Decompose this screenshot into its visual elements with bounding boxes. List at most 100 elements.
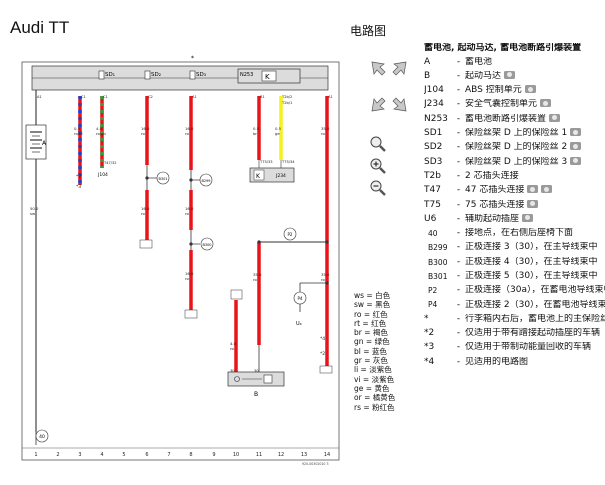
wire-color-item: gn = 绿色	[354, 337, 395, 346]
legend-desc: 75 芯插头连接	[465, 199, 605, 211]
wire-label-c4-size: 4.0	[96, 126, 103, 131]
junction-dots	[145, 176, 329, 285]
svg-text:T75/33: T75/33	[259, 160, 273, 164]
battery-a: A	[25, 124, 47, 160]
wire-color-name: 黑色	[375, 300, 391, 310]
camera-icon[interactable]	[570, 142, 582, 151]
legend-item: *-行李箱内右后，蓄电池上的主保险丝	[424, 312, 605, 326]
legend-code: A	[424, 56, 431, 67]
nav-arrows[interactable]	[371, 61, 407, 112]
wire-color-code: vi	[354, 374, 361, 384]
wire-color-name: 淡紫色	[369, 365, 392, 375]
camera-icon[interactable]	[527, 185, 539, 194]
legend-dash: -	[456, 228, 461, 239]
wire-color-code: bl	[354, 346, 361, 356]
legend-desc: 正极连接（30a），在蓄电池导线束中	[465, 285, 605, 296]
wire-bottom	[35, 345, 260, 445]
wire-color-code: ro	[354, 309, 362, 319]
legend-code: 40	[428, 229, 438, 238]
svg-text:9: 9	[212, 452, 215, 458]
zoom-in-icon[interactable]	[370, 158, 386, 174]
camera-icon[interactable]	[524, 85, 536, 94]
legend-item: *3-仅适用于带制动能量回收的车辆	[424, 341, 605, 355]
arrow-up-left-icon[interactable]	[371, 61, 386, 76]
svg-text:C2: C2	[148, 95, 153, 99]
ground-point-40: 40	[35, 429, 49, 443]
wire-color-code: br	[354, 328, 362, 338]
camera-icon[interactable]	[570, 128, 582, 137]
legend-item: SD2-保险丝架 D 上的保险丝 2	[424, 141, 605, 155]
abs-unit-label: J104	[97, 172, 108, 178]
connection-b300: B300	[200, 237, 214, 251]
wire-color-name: 绿色	[374, 337, 390, 347]
camera-icon[interactable]	[522, 213, 534, 222]
legend-item: J234-安全气囊控制单元	[424, 98, 605, 112]
legend-dash: -	[456, 313, 461, 324]
wire-color-item: sw = 黑色	[354, 300, 395, 309]
legend-dash: -	[456, 199, 461, 210]
camera-icon[interactable]	[540, 99, 552, 108]
arrow-up-right-icon[interactable]	[392, 61, 407, 76]
wire-color-separator: =	[361, 328, 373, 338]
legend-desc: 47 芯插头连接	[465, 185, 605, 196]
camera-icon[interactable]	[541, 185, 553, 194]
legend-dash: -	[456, 285, 461, 296]
wire-label-c4-color: ro/gn	[96, 131, 106, 136]
legend-dash: -	[456, 156, 461, 167]
airbag-unit-j234: K J234	[249, 160, 295, 183]
wire-label-c11-size: 0.5	[253, 126, 260, 131]
wire-label-c8b-size: 16.0	[185, 206, 194, 211]
wire-label-c3-color: ro/bl	[74, 131, 83, 136]
wire-col6	[145, 96, 158, 240]
legend-item: N253-蓄电池断路引爆装置	[424, 112, 605, 126]
wire-label-c6a-color: ro	[141, 131, 145, 136]
svg-text:P2: P2	[288, 232, 293, 237]
svg-text:5: 5	[122, 452, 125, 458]
camera-icon[interactable]	[504, 70, 516, 79]
wire-color-code: gr	[354, 356, 362, 366]
wire-label-c12b-color: ro	[253, 277, 257, 282]
legend-desc: 保险丝架 D 上的保险丝 1	[465, 128, 605, 139]
legend-item: *2-仅适用于带有蹭接起动插座的车辆	[424, 326, 605, 340]
rail-marker: *	[191, 55, 194, 62]
legend-item: SD1-保险丝架 D 上的保险丝 1	[424, 126, 605, 140]
zoom-fit-icon[interactable]	[370, 136, 386, 152]
wire-color-code: gn	[354, 337, 364, 347]
wire-label-c14a-size: 35.0	[321, 126, 330, 131]
svg-text:2: 2	[56, 452, 59, 458]
zoom-out-icon[interactable]	[370, 180, 386, 196]
camera-icon[interactable]	[527, 199, 539, 208]
wire-label-c8c-color: ro	[185, 276, 189, 281]
connection-p2: P2	[283, 227, 297, 241]
camera-icon[interactable]	[570, 156, 582, 165]
wire-label-c3-size: 0.5	[74, 126, 81, 131]
wire-label-c12-size: 0.5	[275, 126, 282, 131]
legend-desc: 安全气囊控制单元	[465, 99, 605, 110]
svg-text:T47/32: T47/32	[103, 161, 117, 165]
wire-label-c1-size: 50.0	[30, 206, 39, 211]
zoom-controls[interactable]	[370, 136, 386, 196]
svg-text:T75/34: T75/34	[281, 160, 295, 164]
fuse-sd3: SD₃	[189, 70, 206, 80]
legend-code: SD1	[424, 128, 443, 139]
svg-text:6: 6	[145, 452, 148, 458]
svg-text:8: 8	[189, 452, 192, 458]
svg-text:SD₁: SD₁	[105, 72, 115, 78]
wire-label-c10-size: 4.0	[230, 341, 237, 346]
legend-item: U6-辅助起动插座	[424, 212, 605, 226]
camera-icon[interactable]	[549, 113, 561, 122]
legend-item: *4-见适用的电路图	[424, 355, 605, 369]
legend-dash: -	[456, 342, 461, 353]
arrow-down-right-icon[interactable]	[392, 97, 407, 112]
pin-labels: A1 C1 C1 C2 A1 B1 T2b/2 T2b/1 A1 T47/32 …	[37, 95, 333, 373]
arrow-down-left-icon[interactable]	[371, 97, 386, 112]
legend-item: B299-正极连接 3（30），在主导线束中	[424, 241, 605, 255]
legend-code: P2	[428, 286, 438, 296]
wire-col14	[257, 96, 329, 370]
svg-text:N253: N253	[240, 72, 253, 78]
legend-dash: -	[456, 99, 461, 110]
legend-code: N253	[424, 113, 448, 124]
legend-code: T47	[424, 185, 441, 196]
